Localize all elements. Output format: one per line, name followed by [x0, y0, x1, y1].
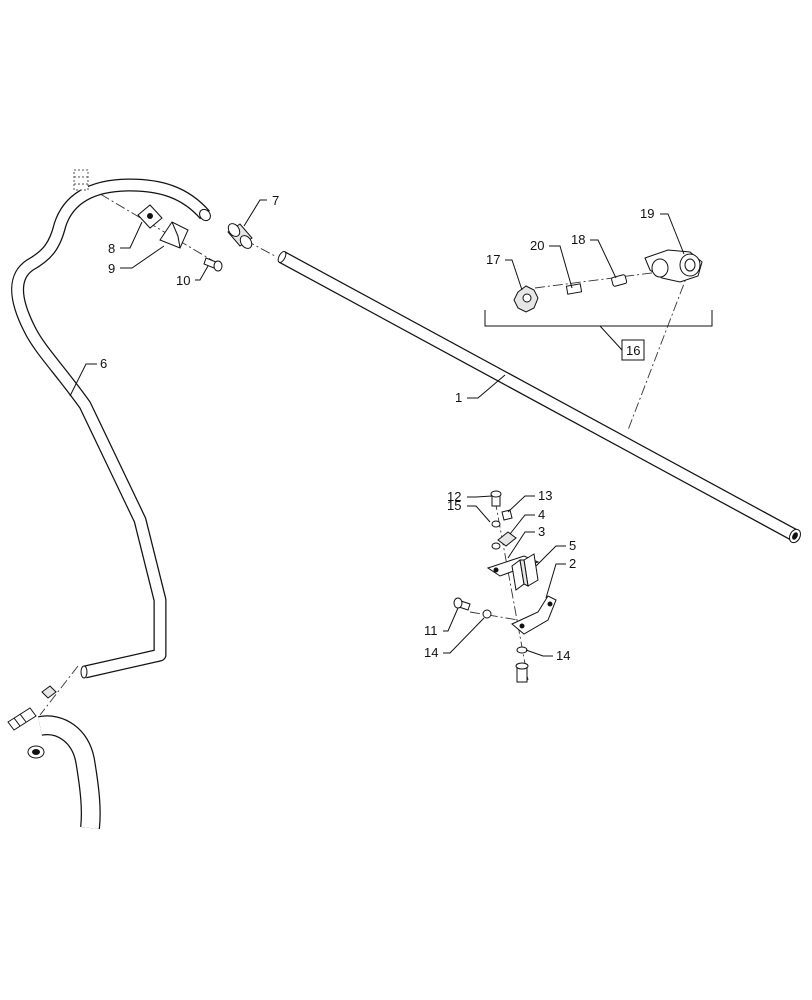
- callout-19: 19: [640, 206, 654, 221]
- bolt-10: [203, 257, 223, 272]
- clamp-small: [137, 204, 163, 229]
- assembly-bracket-16: [484, 310, 713, 361]
- callout-3: 3: [538, 524, 545, 539]
- callout-2: 2: [569, 556, 576, 571]
- pin-20: [565, 283, 583, 295]
- callout-11: 11: [424, 623, 438, 638]
- callout-16: 16: [626, 343, 640, 358]
- callout-15: 15: [447, 498, 461, 513]
- sleeve-18: [611, 274, 628, 287]
- callout-1: 1: [455, 390, 462, 405]
- fitting-nut: [41, 685, 57, 699]
- callout-17: 17: [486, 252, 500, 267]
- washer-15: [491, 520, 501, 528]
- bolt-12: [490, 490, 502, 507]
- callout-18: 18: [571, 232, 585, 247]
- tube-bent: [11, 178, 211, 679]
- callout-13: 13: [538, 488, 552, 503]
- valve-body-19: [644, 249, 703, 283]
- bracket-2: [511, 595, 557, 635]
- clip-phantom: [73, 169, 89, 191]
- nut-13: [501, 509, 513, 521]
- bolt-bottom: [515, 662, 529, 683]
- callout-14-right: 14: [556, 648, 570, 663]
- tube-straight: [277, 251, 802, 544]
- callout-5: 5: [569, 538, 576, 553]
- callout-12: 12: [447, 489, 461, 504]
- bracket-9: [159, 221, 189, 249]
- callout-8: 8: [108, 241, 115, 256]
- knob-17: [513, 285, 539, 313]
- washer-14-bottom: [516, 646, 528, 654]
- callout-7: 7: [272, 193, 279, 208]
- hose: [38, 715, 101, 830]
- bolt-11: [453, 597, 471, 611]
- leader-lines: [69, 199, 685, 657]
- callout-10: 10: [176, 273, 190, 288]
- callout-6: 6: [100, 356, 107, 371]
- clip-4: [491, 531, 517, 550]
- hose-barb: [7, 707, 37, 731]
- washer-14-left: [482, 609, 492, 619]
- callout-labels: 7 8 9 10 6 1 17 20 18 19 16 12 15 13 4 3…: [100, 193, 654, 663]
- callout-9: 9: [108, 261, 115, 276]
- callout-20: 20: [530, 238, 544, 253]
- coupler-sleeve: [227, 223, 253, 249]
- callout-14-left: 14: [424, 645, 438, 660]
- callout-4: 4: [538, 507, 545, 522]
- holder-5: [511, 553, 539, 591]
- hose-clamp: [27, 745, 45, 759]
